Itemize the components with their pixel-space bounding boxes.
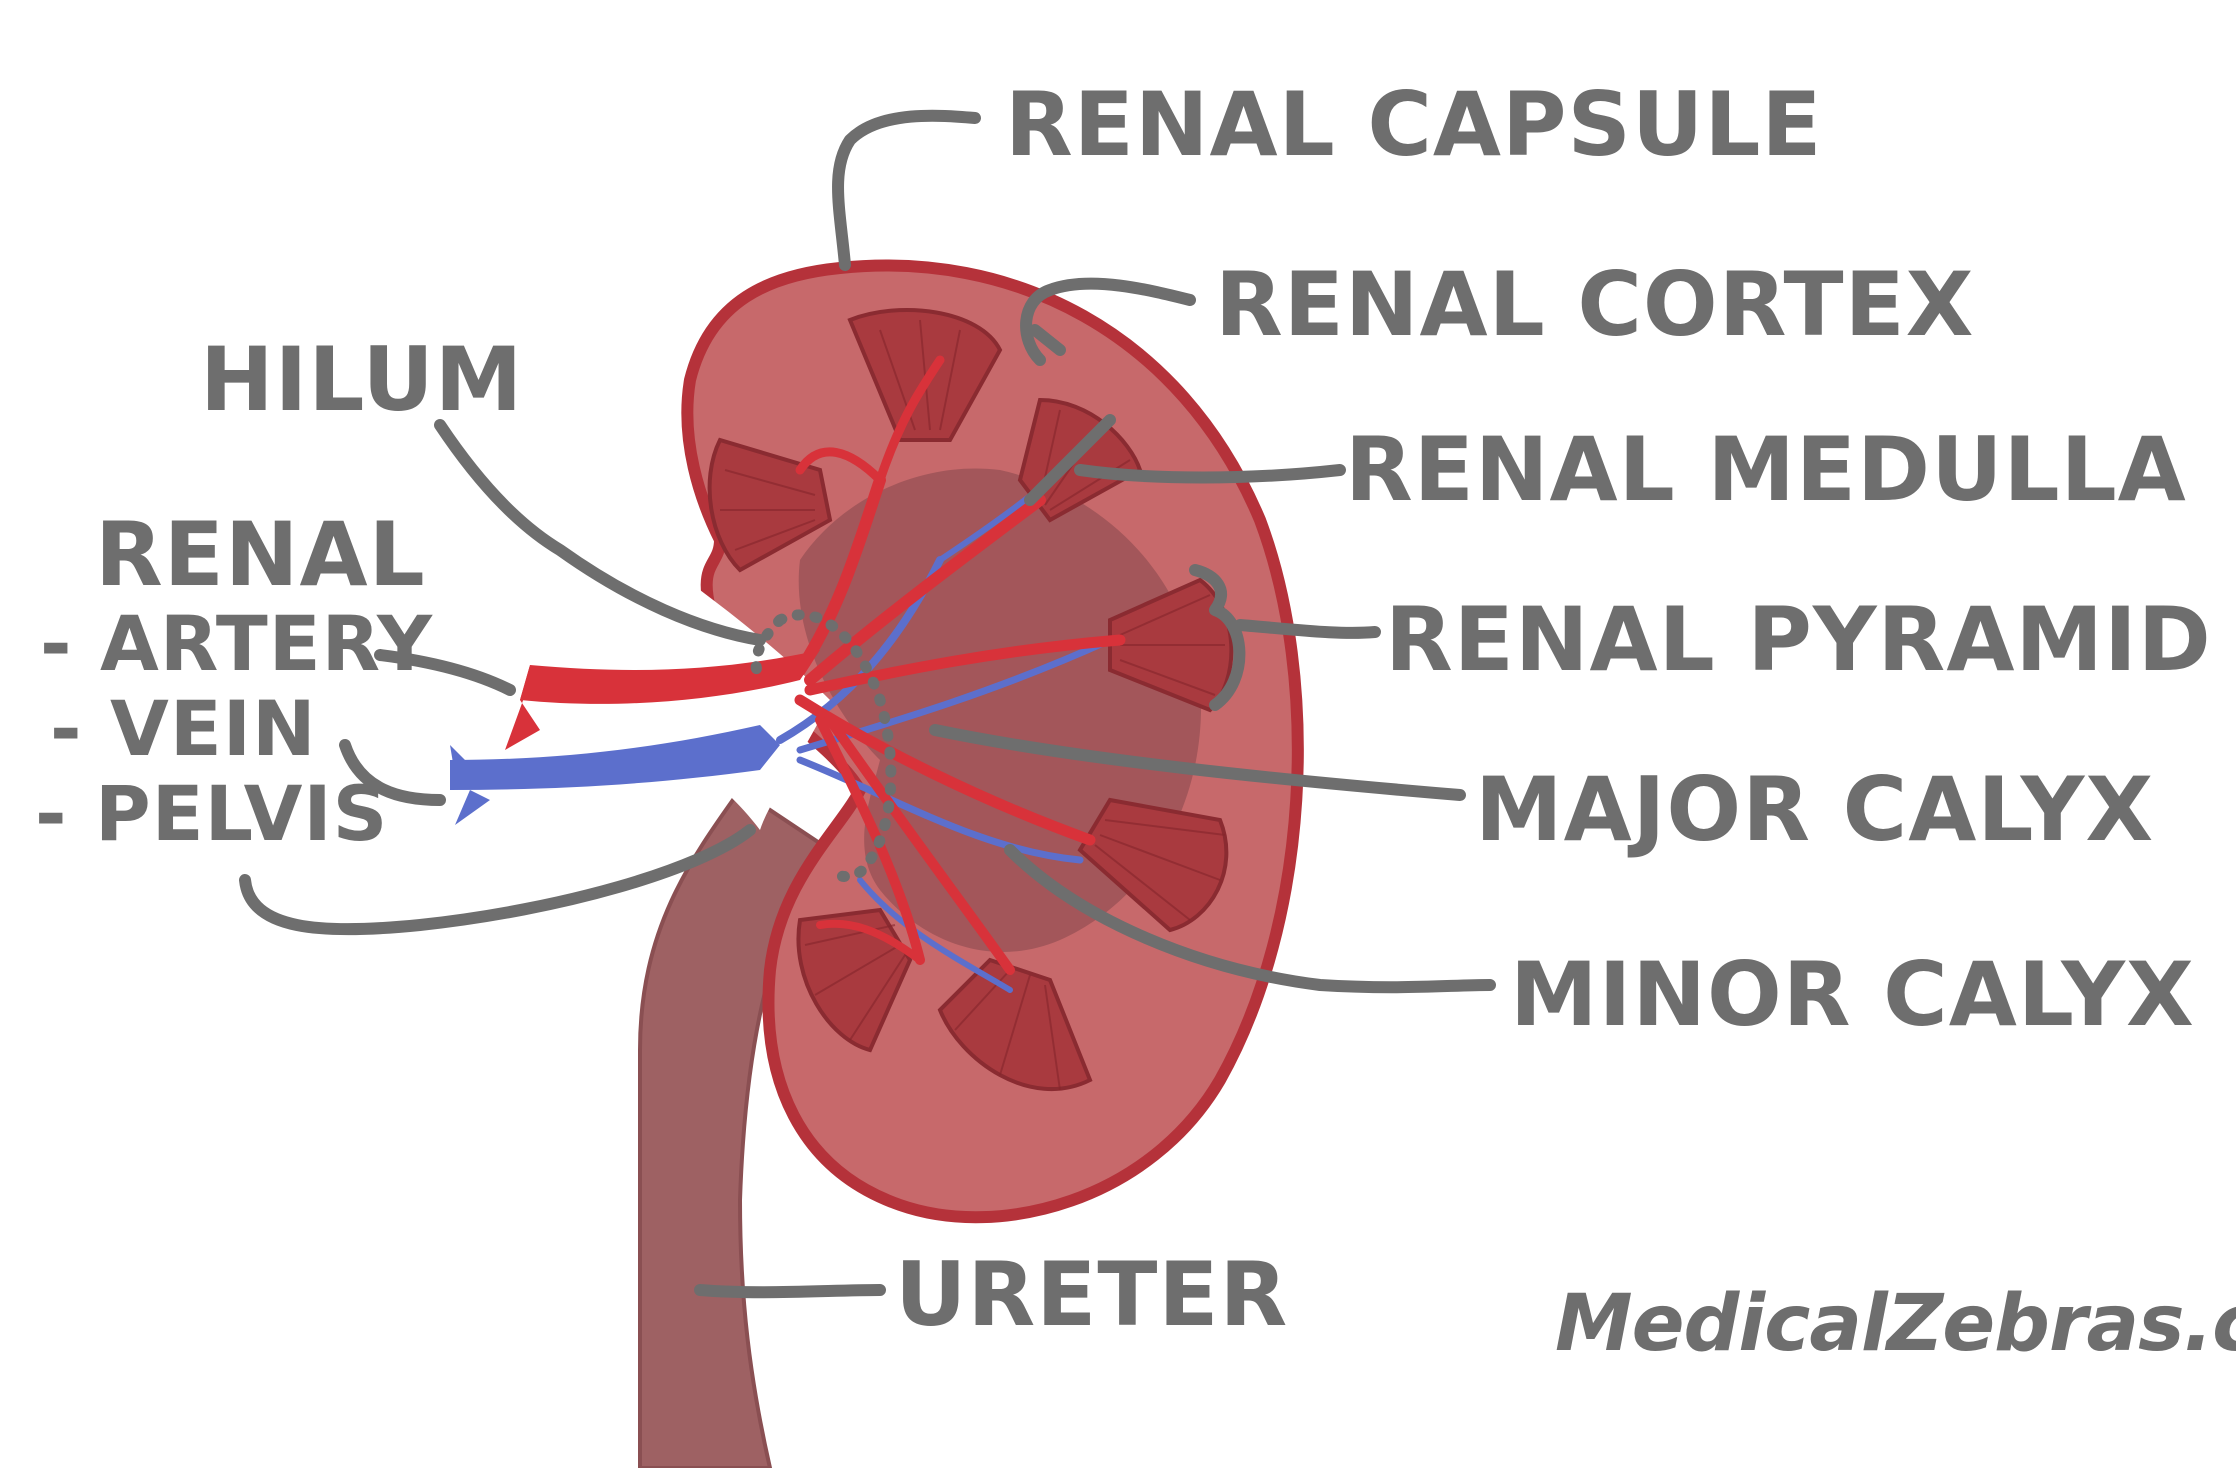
label-renal-capsule: RENAL CAPSULE [1005, 73, 1823, 176]
label-major-calyx: MAJOR CALYX [1475, 758, 2154, 861]
label-renal-pyramid: RENAL PYRAMID [1385, 588, 2212, 691]
leader-ureter [700, 1290, 880, 1292]
leader-renal-capsule [838, 116, 975, 265]
label-renal-cortex: RENAL CORTEX [1215, 253, 1975, 356]
label-hilum: HILUM [200, 328, 523, 431]
label-renal: RENAL [95, 503, 426, 606]
label-ureter: URETER [895, 1243, 1288, 1346]
watermark-medicalzebras: MedicalZebras.com [1555, 1279, 2236, 1369]
label-artery: - ARTERY [40, 599, 433, 688]
label-renal-medulla: RENAL MEDULLA [1345, 418, 2187, 521]
label-minor-calyx: MINOR CALYX [1510, 943, 2195, 1046]
label-pelvis: - PELVIS [35, 769, 388, 858]
label-vein: - VEIN [50, 684, 317, 773]
